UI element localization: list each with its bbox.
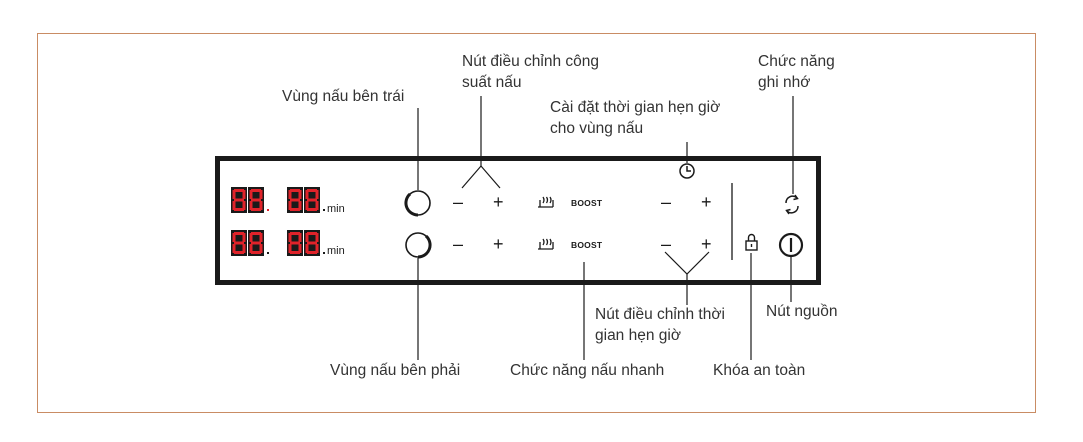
label-memory-2: ghi nhớ (758, 74, 811, 91)
label-timer-setting-1: Cài đặt thời gian hẹn giờ (550, 99, 721, 116)
unit-min-top: min (327, 203, 345, 215)
label-power-adjust-2: suất nấu (462, 74, 522, 91)
label-timer-setting-2: cho vùng nấu (550, 120, 644, 137)
boost-button-bottom[interactable]: BOOST (571, 240, 603, 250)
label-right-zone: Vùng nấu bên phải (330, 362, 461, 379)
power-plus-button-top[interactable]: + (493, 192, 504, 212)
label-timer-adjust-1: Nút điều chỉnh thời (595, 306, 725, 323)
unit-min-bottom: min (327, 245, 345, 257)
boost-heat-icon (538, 238, 554, 250)
memory-arrows-icon[interactable] (785, 194, 799, 215)
power-icon[interactable] (778, 232, 804, 258)
timer-minus-button-bottom[interactable]: – (661, 234, 672, 254)
label-timer-adjust-2: gian hẹn giờ (595, 327, 682, 344)
left-zone-selector-icon[interactable] (404, 190, 431, 217)
label-left-zone: Vùng nấu bên trái (282, 88, 405, 105)
power-plus-button-bottom[interactable]: + (493, 234, 504, 254)
label-power-button: Nút nguồn (766, 303, 838, 320)
lock-icon[interactable] (745, 233, 758, 251)
control-panel (215, 156, 821, 285)
boost-heat-icon (538, 196, 554, 208)
right-zone-selector-icon[interactable] (405, 232, 432, 259)
bottom-display (231, 230, 325, 256)
leader-lines (417, 96, 794, 360)
power-minus-button-top[interactable]: – (453, 192, 464, 212)
label-power-adjust-1: Nút điều chỉnh công (462, 53, 600, 70)
power-minus-button-bottom[interactable]: – (453, 234, 464, 254)
timer-clock-icon (679, 163, 695, 179)
timer-plus-button-bottom[interactable]: + (701, 234, 712, 254)
boost-button-top[interactable]: BOOST (571, 198, 603, 208)
diagram-frame (37, 33, 1036, 413)
timer-plus-button-top[interactable]: + (701, 192, 712, 212)
label-memory-1: Chức năng (758, 53, 835, 70)
label-safety-lock: Khóa an toàn (713, 362, 806, 379)
label-quick-cook: Chức năng nấu nhanh (510, 362, 665, 379)
timer-minus-button-top[interactable]: – (661, 192, 672, 212)
top-display (231, 187, 325, 213)
